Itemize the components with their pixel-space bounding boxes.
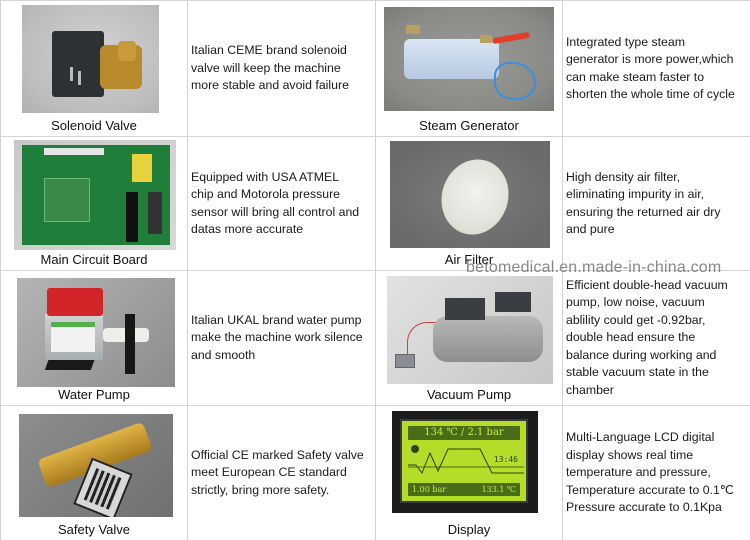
cell-steam-generator-description: Integrated type steam generator is more … [563, 1, 750, 137]
solenoid-valve-photo [22, 5, 159, 113]
cell-safety-valve-description: Official CE marked Safety valve meet Eur… [188, 406, 376, 540]
cell-solenoid-valve-image: Solenoid Valve [1, 1, 188, 137]
cell-main-circuit-board-image: Main Circuit Board [1, 137, 188, 271]
caption-display: Display [447, 522, 491, 537]
lcd-pressure: 1.00 bar [412, 485, 447, 494]
lcd-screen: 134 ℃ / 2.1 bar 13:46 1.00 bar 133.1 ℃ [400, 419, 528, 503]
description-safety-valve: Official CE marked Safety valve meet Eur… [191, 447, 364, 497]
description-main-circuit-board: Equipped with USA ATMEL chip and Motorol… [191, 169, 360, 237]
cell-safety-valve-image: Safety Valve [1, 406, 188, 540]
description-display: Multi-Language LCD digital display shows… [566, 430, 734, 515]
caption-steam-generator: Steam Generator [419, 118, 519, 133]
main-circuit-board-photo [14, 140, 176, 250]
cell-vacuum-pump-description: Efficient double-head vacuum pump, low n… [563, 271, 750, 406]
description-solenoid-valve: Italian CEME brand solenoid valve will k… [191, 43, 349, 93]
cell-water-pump-image: Water Pump [1, 271, 188, 406]
cell-water-pump-description: Italian UKAL brand water pump make the m… [188, 271, 376, 406]
description-air-filter: High density air filter, eliminating imp… [566, 169, 721, 237]
lcd-temperature: 133.1 ℃ [481, 485, 516, 494]
cell-vacuum-pump-image: Vacuum Pump [376, 271, 563, 406]
cell-solenoid-valve-description: Italian CEME brand solenoid valve will k… [188, 1, 376, 137]
cell-display-description: Multi-Language LCD digital display shows… [563, 406, 750, 540]
lcd-status-icon [411, 445, 419, 453]
cell-air-filter-description: High density air filter, eliminating imp… [563, 137, 750, 271]
lcd-top-readout: 134 ℃ / 2.1 bar [408, 426, 520, 440]
cell-display-image: 134 ℃ / 2.1 bar 13:46 1.00 bar 133.1 ℃ D… [376, 406, 563, 540]
description-water-pump: Italian UKAL brand water pump make the m… [191, 312, 363, 362]
water-pump-photo [17, 278, 175, 387]
safety-valve-photo [19, 414, 173, 517]
cell-steam-generator-image: Steam Generator [376, 1, 563, 137]
caption-safety-valve: Safety Valve [57, 522, 131, 537]
caption-vacuum-pump: Vacuum Pump [426, 387, 512, 402]
lcd-bottom-readout: 1.00 bar 133.1 ℃ [408, 483, 520, 496]
vacuum-pump-photo [387, 276, 553, 384]
lcd-time: 13:46 [493, 455, 518, 464]
caption-water-pump: Water Pump [58, 387, 130, 402]
lcd-cycle-chart-icon [408, 448, 524, 475]
steam-generator-photo [384, 7, 554, 111]
cell-air-filter-image: Air Filter [376, 137, 563, 271]
description-vacuum-pump: Efficient double-head vacuum pump, low n… [566, 277, 728, 397]
caption-air-filter: Air Filter [444, 252, 494, 267]
caption-solenoid-valve: Solenoid Valve [51, 118, 137, 133]
cell-main-circuit-board-description: Equipped with USA ATMEL chip and Motorol… [188, 137, 376, 271]
caption-main-circuit-board: Main Circuit Board [40, 252, 148, 267]
description-steam-generator: Integrated type steam generator is more … [566, 34, 735, 102]
lcd-display-photo: 134 ℃ / 2.1 bar 13:46 1.00 bar 133.1 ℃ [392, 411, 538, 513]
air-filter-photo [390, 141, 550, 248]
